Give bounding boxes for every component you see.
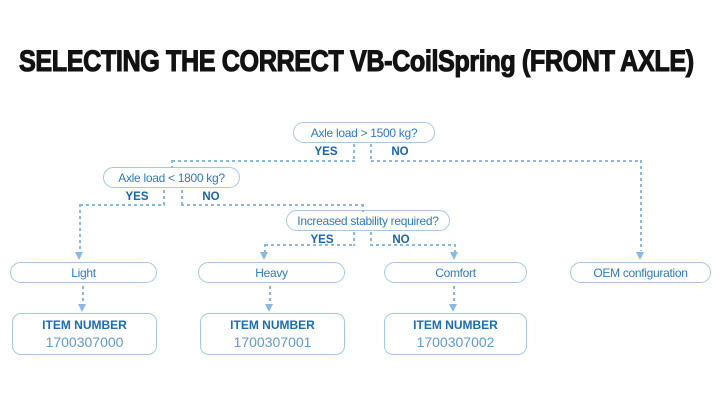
connector-q1-no-horizontal <box>371 160 642 162</box>
question-increased-stability: Increased stability required? <box>286 210 450 231</box>
item-number-value: 1700307002 <box>416 334 495 350</box>
item-number-value: 1700307000 <box>45 334 124 350</box>
item-number-value: 1700307001 <box>233 334 312 350</box>
question-label: Increased stability required? <box>297 213 439 228</box>
result-light: Light <box>10 262 157 283</box>
connector-q3-yes-horizontal <box>265 244 355 246</box>
connector-comfort-to-item <box>453 286 455 304</box>
arrowhead-to-comfort <box>450 252 458 260</box>
result-heavy: Heavy <box>198 262 345 283</box>
result-comfort: Comfort <box>384 262 527 283</box>
branch-label-no: NO <box>392 234 410 246</box>
connector-q2-yes-horizontal <box>80 204 165 206</box>
connector-q3-no-stub <box>370 232 372 246</box>
connector-q2-no-horizontal <box>181 204 364 206</box>
result-label: Light <box>71 265 96 280</box>
connector-q3-no-horizontal <box>370 244 456 246</box>
item-number-heading: ITEM NUMBER <box>413 318 498 332</box>
item-number-box-heavy: ITEM NUMBER 1700307001 <box>200 313 345 355</box>
arrowhead-light-to-item <box>78 304 86 312</box>
connector-q3-yes-stub <box>353 232 355 246</box>
connector-to-heavy <box>264 244 266 252</box>
connector-q2-no-stub <box>181 190 183 205</box>
branch-label-yes: YES <box>125 191 149 203</box>
branch-label-yes: YES <box>314 146 338 158</box>
connector-q1-no-stub <box>370 144 372 161</box>
connector-to-q3 <box>362 204 364 212</box>
branch-label-no: NO <box>391 146 409 158</box>
branch-label-no: NO <box>202 191 220 203</box>
branch-label-yes: YES <box>310 234 334 246</box>
arrowhead-to-oem <box>636 252 644 260</box>
question-axle-load-1500: Axle load > 1500 kg? <box>293 122 435 143</box>
item-number-box-comfort: ITEM NUMBER 1700307002 <box>384 313 527 355</box>
connector-to-q2 <box>171 160 173 168</box>
arrowhead-heavy-to-item <box>265 304 273 312</box>
result-oem-configuration: OEM configuration <box>570 262 711 283</box>
result-label: OEM configuration <box>593 265 688 280</box>
arrowhead-to-heavy <box>260 252 268 260</box>
connector-q1-yes-stub <box>353 144 355 161</box>
question-label: Axle load < 1800 kg? <box>118 170 225 185</box>
item-number-box-light: ITEM NUMBER 1700307000 <box>12 313 157 355</box>
question-axle-load-1800: Axle load < 1800 kg? <box>103 167 240 188</box>
connector-to-light <box>79 204 81 251</box>
connector-q2-yes-stub <box>163 190 165 205</box>
arrowhead-comfort-to-item <box>449 304 457 312</box>
item-number-heading: ITEM NUMBER <box>42 318 127 332</box>
connector-q1-yes-horizontal <box>172 160 355 162</box>
connector-light-to-item <box>82 286 84 304</box>
connector-to-comfort <box>454 244 456 252</box>
result-label: Comfort <box>435 265 476 280</box>
question-label: Axle load > 1500 kg? <box>310 125 418 140</box>
connector-heavy-to-item <box>269 286 271 304</box>
connector-to-oem <box>640 160 642 251</box>
item-number-heading: ITEM NUMBER <box>230 318 315 332</box>
arrowhead-to-light <box>75 252 83 260</box>
result-label: Heavy <box>255 265 288 280</box>
page-title: SELECTING THE CORRECT VB-CoilSpring (FRO… <box>19 44 695 78</box>
